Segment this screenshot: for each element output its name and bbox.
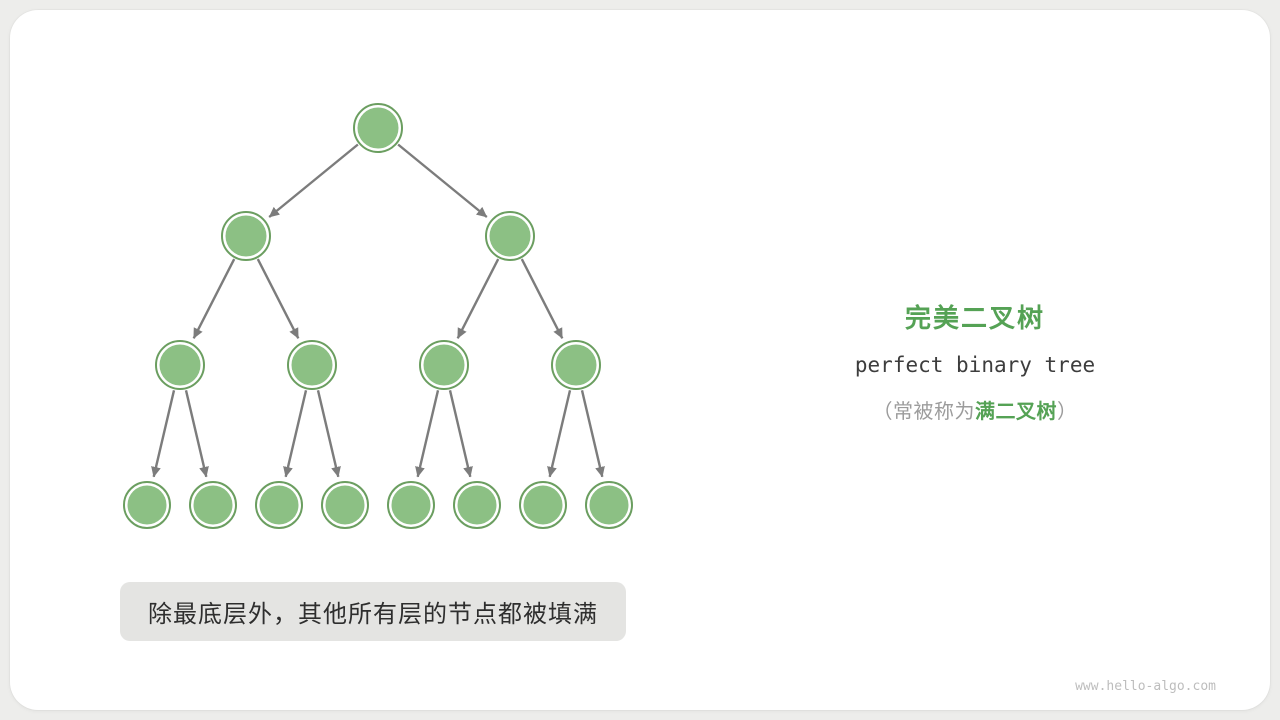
tree-edge (256, 258, 300, 339)
tree-node (123, 481, 171, 529)
tree-node (485, 211, 535, 261)
tree-edge (456, 258, 500, 339)
binary-tree-svg (123, 103, 633, 529)
tree-edge (268, 143, 359, 218)
tree-node (419, 340, 469, 390)
tree-edge (151, 390, 176, 478)
tree-node (255, 481, 303, 529)
tree-node (387, 481, 435, 529)
tree-edge (184, 390, 209, 478)
content-card: 完美二叉树 perfect binary tree （常被称为满二叉树） 除最底… (10, 10, 1270, 710)
tree-node (551, 340, 601, 390)
tree-edge (415, 390, 440, 478)
tree-node (519, 481, 567, 529)
caption-pill: 除最底层外，其他所有层的节点都被填满 (120, 582, 626, 641)
tree-edge (520, 258, 564, 339)
note-prefix: （常被称为 (872, 401, 975, 423)
watermark-url: www.hello-algo.com (1075, 679, 1216, 694)
tree-edge (192, 258, 236, 339)
tree-node (155, 340, 205, 390)
tree-edge (316, 390, 341, 478)
tree-edge (580, 390, 605, 478)
tree-edge (448, 390, 473, 478)
tree-node (189, 481, 237, 529)
diagram-title: 完美二叉树 (904, 303, 1045, 333)
tree-node (453, 481, 501, 529)
diagram-alias-note: （常被称为满二叉树） (805, 395, 1145, 424)
info-block: 完美二叉树 perfect binary tree （常被称为满二叉树） (805, 298, 1145, 424)
tree-node (221, 211, 271, 261)
tree-edge (397, 143, 488, 218)
note-suffix: ） (1057, 401, 1078, 423)
tree-node (287, 340, 337, 390)
tree-edge (547, 390, 572, 478)
binary-tree-diagram (10, 10, 710, 570)
note-alias-term: 满二叉树 (975, 401, 1057, 423)
diagram-subtitle-en: perfect binary tree (854, 353, 1096, 377)
tree-node (353, 103, 403, 153)
tree-node (321, 481, 369, 529)
tree-node (585, 481, 633, 529)
tree-edge (283, 390, 308, 478)
